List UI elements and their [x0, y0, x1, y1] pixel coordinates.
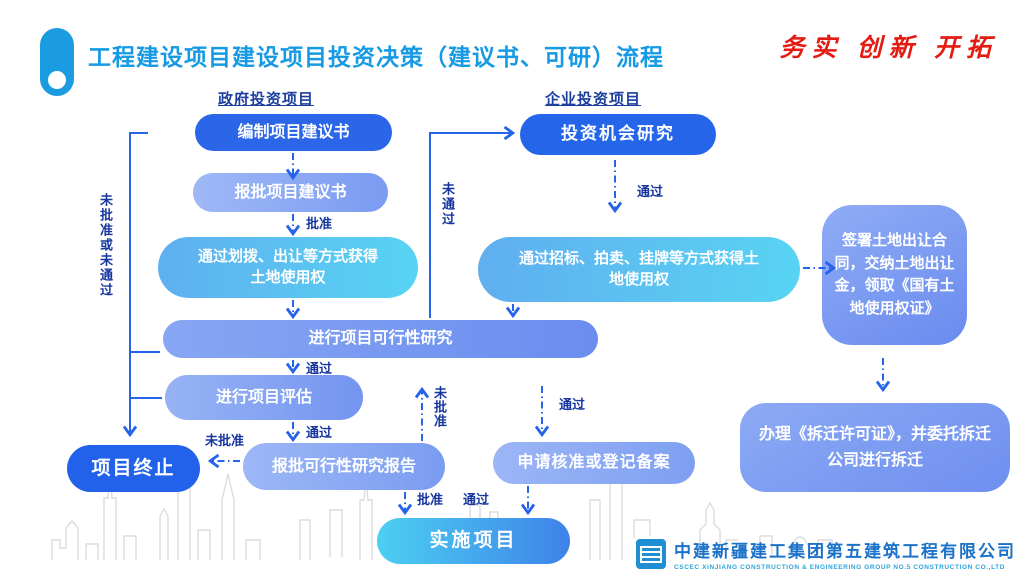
- label-not-approved-1: 未批准: [205, 433, 245, 448]
- node-demolition-permit: 办理《拆迁许可证》，并委托拆迁公司进行拆迁: [740, 403, 1010, 492]
- company-name-en: CSCEC XINJIANG CONSTRUCTION & ENGINEERIN…: [674, 564, 1006, 571]
- column-header-government: 政府投资项目: [218, 91, 315, 108]
- label-pass-1: 通过: [306, 361, 333, 376]
- label-not-approved-2: 未批准: [432, 386, 447, 428]
- label-not-passed: 未通过: [440, 182, 455, 227]
- label-pass-5: 通过: [637, 184, 664, 199]
- node-submit-proposal: 报批项目建议书: [193, 173, 388, 212]
- node-project-evaluation: 进行项目评估: [165, 375, 363, 420]
- label-not-approved-or-not-passed: 未批准或未通过: [98, 193, 113, 298]
- node-submit-feasibility-report: 报批可行性研究报告: [243, 443, 445, 490]
- label-approve-1: 批准: [306, 216, 333, 231]
- node-implement-project: 实施项目: [377, 518, 570, 564]
- label-pass-2: 通过: [306, 425, 333, 440]
- node-prepare-proposal: 编制项目建议书: [195, 114, 392, 151]
- node-project-terminated: 项目终止: [67, 445, 200, 492]
- cscec-logo-icon: [636, 539, 666, 569]
- cscec-logo-mark: [640, 545, 662, 563]
- node-land-by-allocation-text: 通过划拨、出让等方式获得 土地使用权: [197, 248, 378, 286]
- node-land-by-bidding-text: 通过招标、拍卖、挂牌等方式获得土 地使用权: [518, 250, 759, 288]
- node-feasibility-study: 进行项目可行性研究: [163, 320, 598, 358]
- node-sign-land-contract: 签署土地出让合同，交纳土地出让金，领取《国有土地使用权证》: [822, 205, 967, 345]
- node-land-by-allocation: 通过划拨、出让等方式获得 土地使用权: [158, 237, 418, 298]
- label-pass-3: 通过: [463, 492, 490, 507]
- node-investment-opportunity-study: 投资机会研究: [520, 114, 716, 155]
- company-slogan: 务实 创新 开拓: [779, 35, 998, 62]
- label-pass-4: 通过: [559, 397, 586, 412]
- node-land-by-bidding: 通过招标、拍卖、挂牌等方式获得土 地使用权: [478, 237, 800, 302]
- company-branding: 中建新疆建工集团第五建筑工程有限公司 CSCEC XINJIANG CONSTR…: [674, 537, 1016, 571]
- title-accent-capsule: [40, 28, 74, 96]
- node-apply-approval: 申请核准或登记备案: [493, 442, 695, 484]
- capsule-dot: [48, 71, 66, 89]
- page-title: 工程建设项目建设项目投资决策（建议书、可研）流程: [88, 44, 664, 70]
- label-approve-2: 批准: [417, 492, 444, 507]
- column-header-enterprise: 企业投资项目: [545, 91, 642, 108]
- company-name-cn: 中建新疆建工集团第五建筑工程有限公司: [674, 542, 1016, 561]
